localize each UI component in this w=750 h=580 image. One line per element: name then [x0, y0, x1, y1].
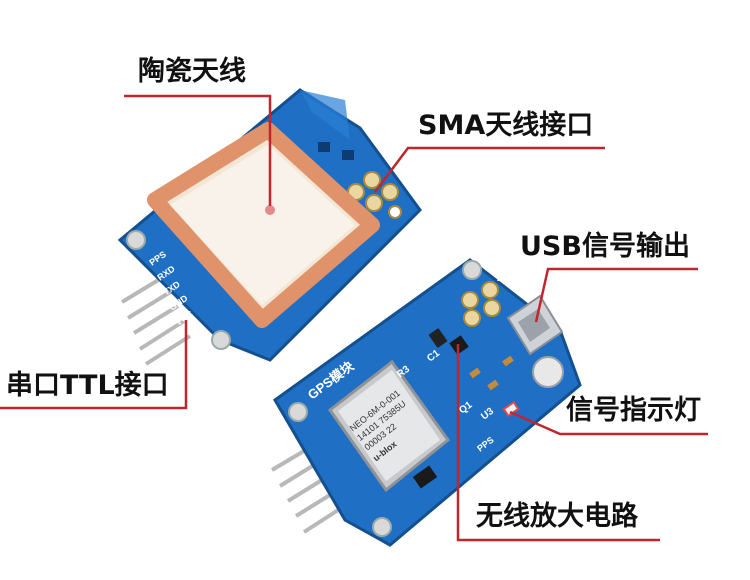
mount-hole — [372, 517, 392, 537]
callout-usb-output: USB信号输出 — [520, 231, 690, 262]
line-serial — [0, 320, 188, 410]
backup-battery — [532, 356, 564, 388]
line-amp — [456, 344, 660, 542]
line-usb — [534, 267, 698, 323]
antenna-feed-point — [265, 205, 275, 215]
callout-signal-led: 信号指示灯 — [566, 395, 701, 426]
callout-lines — [0, 94, 708, 542]
line-ceramic — [124, 94, 272, 206]
board1-pin-header — [120, 274, 192, 366]
usb-connector — [506, 294, 564, 356]
callout-serial-ttl: 串口TTL接口 — [6, 370, 169, 401]
mount-hole — [288, 402, 308, 422]
line-led — [509, 410, 708, 436]
callout-ceramic-antenna: 陶瓷天线 — [138, 56, 246, 87]
neo-6m-module: NEO-6M-0-001 14101 75385U 00003 22 u-blo… — [327, 359, 451, 493]
callout-sma-connector: SMA天线接口 — [418, 110, 594, 141]
ceramic-antenna — [147, 122, 380, 328]
module-board: NEO-6M-0-001 14101 75385U 00003 22 u-blo… — [270, 258, 582, 547]
board2-pcb — [273, 258, 582, 547]
line-sma — [374, 146, 605, 193]
mount-hole — [462, 260, 482, 280]
mount-hole — [126, 230, 146, 250]
j1-pads — [461, 281, 501, 327]
callout-rf-amplifier: 无线放大电路 — [476, 501, 638, 532]
antenna-board: PPS RXD TXD GND VCC — [117, 88, 422, 366]
mount-hole — [211, 330, 231, 350]
